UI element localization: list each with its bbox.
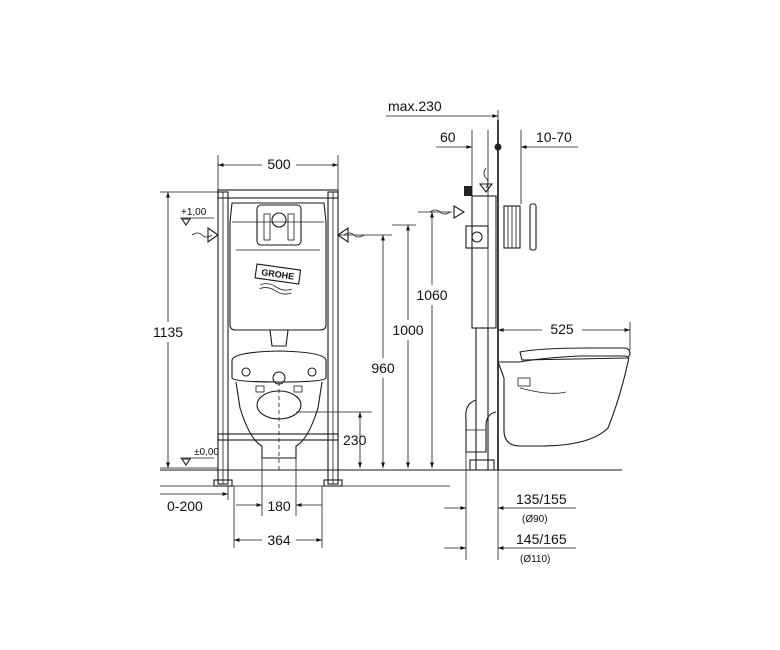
brand-logo: GROHE: [254, 263, 302, 295]
label-pan-height: 230: [343, 432, 367, 448]
label-panel-depth: 10-70: [536, 129, 572, 145]
frame-left-foot: [213, 479, 233, 487]
dim-frame-height: [418, 211, 452, 468]
frame-side-profile: [464, 186, 497, 471]
label-inlet-height: 1000: [392, 322, 423, 338]
frame-low-bar: [217, 433, 339, 441]
dim-bolt-spacing: [236, 458, 322, 516]
label-bolt-spacing: 180: [267, 498, 291, 514]
dim-offset: [160, 486, 229, 500]
label-projection: 525: [550, 321, 574, 337]
label-offset: 0-200: [167, 498, 203, 514]
label-wall-offset: 60: [440, 129, 456, 145]
frame-left-upright: [217, 191, 229, 485]
waste-pipe: [465, 399, 497, 453]
dim-waste-height: [338, 234, 392, 468]
label-width: 500: [267, 156, 291, 172]
level-top-marker: +1,00: [180, 207, 214, 226]
dim-pipe-small: [444, 452, 576, 560]
label-bracket-spacing: 364: [267, 532, 291, 548]
level-bottom-label: ±0,00: [194, 447, 219, 458]
label-pipe-large: 145/165: [516, 531, 567, 547]
frame-top-bar: [217, 189, 339, 199]
toilet-bowl-front: [231, 350, 327, 459]
side-view: max.230 60 10-70 525 135/155 (Ø90): [386, 98, 631, 565]
flush-plate-opening: [256, 204, 302, 246]
dim-wall-offset: [436, 130, 473, 196]
toilet-seat-side: [519, 347, 631, 361]
label-waste-height: 960: [371, 360, 395, 376]
label-frame-height: 1060: [416, 287, 447, 303]
cistern: [229, 202, 327, 331]
front-view: GROHE: [146, 154, 452, 549]
level-bottom-marker: ±0,00: [180, 447, 219, 466]
label-pipe-small: 135/155: [516, 491, 567, 507]
brand-text: GROHE: [261, 267, 295, 281]
label-total-height: 1135: [153, 324, 183, 340]
frame-right-foot: [323, 479, 343, 487]
flush-pipe: [269, 329, 289, 347]
water-inlet-left-icon: [191, 226, 219, 244]
flush-valve-icon: [271, 212, 287, 228]
label-max-depth: max.230: [388, 98, 442, 114]
dim-pan-height: [296, 411, 372, 468]
cistern-side-box: [465, 225, 489, 249]
flush-plate-side: [503, 203, 537, 251]
dim-max-depth: [386, 110, 499, 124]
label-pipe-large-diameter: (Ø110): [520, 554, 550, 565]
dim-inlet-height: [392, 224, 416, 468]
frame-right-upright: [327, 191, 339, 485]
water-inlet-side-icon: [429, 167, 494, 219]
dim-panel-depth: [494, 130, 578, 204]
toilet-bowl-side: [497, 347, 631, 447]
level-top-label: +1,00: [181, 207, 207, 218]
label-pipe-small-diameter: (Ø90): [522, 514, 548, 525]
floor-line: [160, 469, 622, 487]
